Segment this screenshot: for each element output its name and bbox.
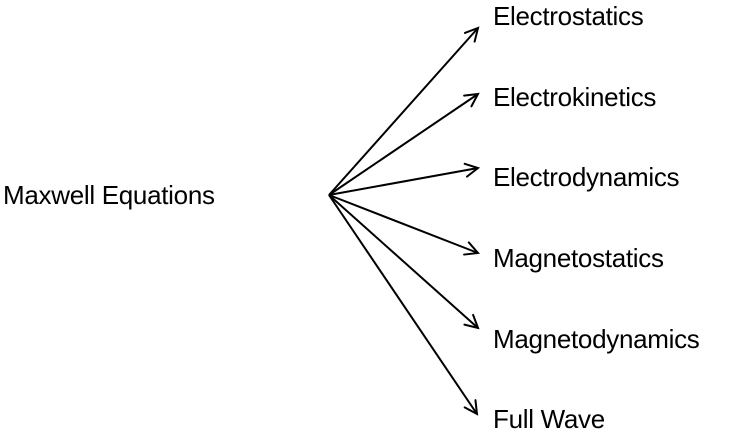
arrowhead-icon [463,313,480,330]
arrow-line [328,93,479,196]
arrow-line [328,27,479,196]
arrow-line [328,194,479,329]
arrow-line [328,167,479,196]
root-node-maxwell-equations: Maxwell Equations [3,180,215,210]
branch-label-full-wave: Full Wave [493,404,605,434]
arrowhead-icon [463,26,480,43]
branch-label-electrodynamics: Electrodynamics [493,162,680,192]
arrow-electrodynamics [328,162,481,196]
arrow-line [328,194,479,254]
arrow-magnetodynamics [328,194,480,330]
branch-label-electrostatics: Electrostatics [493,1,644,31]
arrow-electrostatics [328,26,480,196]
arrow-magnetostatics [328,194,481,256]
arrow-line [328,194,478,415]
arrowhead-icon [463,92,480,108]
arrowhead-icon [463,162,481,178]
branch-label-magnetostatics: Magnetostatics [493,243,664,273]
arrow-full-wave [328,194,479,416]
branch-label-electrokinetics: Electrokinetics [493,82,657,112]
arrowhead-icon [463,241,481,256]
branch-label-magnetodynamics: Magnetodynamics [493,324,700,354]
arrowhead-icon [463,399,479,416]
arrow-electrokinetics [328,92,480,196]
